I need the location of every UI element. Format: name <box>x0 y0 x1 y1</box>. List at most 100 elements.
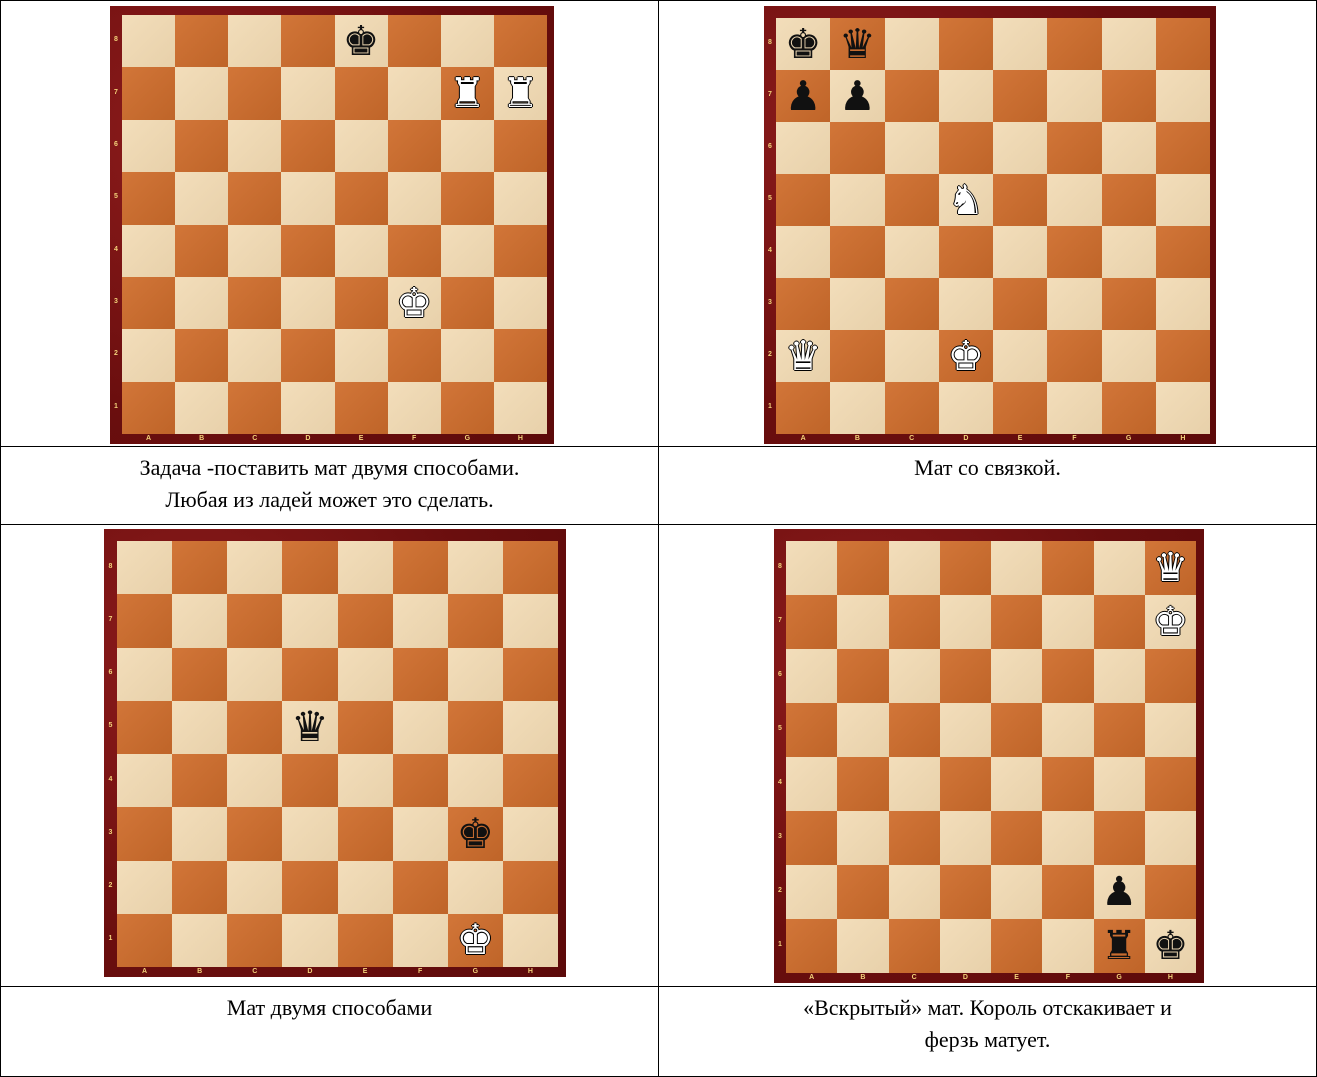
square-f1 <box>1047 382 1101 434</box>
square-g1: ♜ <box>1094 919 1145 973</box>
white-queen-icon: ♛ <box>776 330 830 382</box>
square-f7 <box>388 67 441 119</box>
square-c1 <box>227 914 282 967</box>
square-h5 <box>494 172 547 224</box>
rank-label: 5 <box>107 722 115 729</box>
file-label: H <box>1156 435 1210 442</box>
square-a7: ♟ <box>776 70 830 122</box>
rank-label: 8 <box>766 39 774 46</box>
square-b7 <box>837 595 888 649</box>
square-c1 <box>889 919 940 973</box>
square-f7 <box>1047 70 1101 122</box>
rank-label: 6 <box>107 669 115 676</box>
square-b2 <box>830 330 884 382</box>
square-g6 <box>441 120 494 172</box>
square-h8 <box>503 541 558 594</box>
square-h4 <box>1145 757 1196 811</box>
square-e1 <box>335 382 388 434</box>
file-label: B <box>837 974 888 981</box>
square-a2: ♛ <box>776 330 830 382</box>
rank-label: 2 <box>107 882 115 889</box>
puzzle-caption: Задача -поставить мат двумя способами. Л… <box>1 452 658 516</box>
white-rook-icon: ♜ <box>441 67 494 119</box>
caption-line: Мат двумя способами <box>1 992 658 1024</box>
square-e3 <box>338 807 393 860</box>
square-d7 <box>939 70 993 122</box>
square-h8 <box>494 15 547 67</box>
square-a6 <box>122 120 175 172</box>
square-b2 <box>837 865 888 919</box>
square-b8 <box>837 541 888 595</box>
square-a2 <box>122 329 175 381</box>
square-d6 <box>940 649 991 703</box>
rank-label: 6 <box>776 671 784 678</box>
square-c6 <box>885 122 939 174</box>
square-e6 <box>993 122 1047 174</box>
square-b3 <box>172 807 227 860</box>
square-b3 <box>830 278 884 330</box>
square-g7: ♜ <box>441 67 494 119</box>
square-a6 <box>786 649 837 703</box>
file-label: H <box>503 968 558 975</box>
square-h5 <box>1145 703 1196 757</box>
square-c3 <box>889 811 940 865</box>
rank-label: 1 <box>766 403 774 410</box>
file-label: F <box>393 968 448 975</box>
square-f5 <box>388 172 441 224</box>
file-label: E <box>335 435 388 442</box>
square-c6 <box>227 648 282 701</box>
square-d4 <box>282 754 337 807</box>
square-d6 <box>282 648 337 701</box>
square-a1 <box>776 382 830 434</box>
square-a7 <box>786 595 837 649</box>
square-a2 <box>117 861 172 914</box>
square-a1 <box>786 919 837 973</box>
square-b8 <box>175 15 228 67</box>
square-e8 <box>991 541 1042 595</box>
square-e3 <box>991 811 1042 865</box>
square-c3 <box>227 807 282 860</box>
square-h8 <box>1156 18 1210 70</box>
square-a7 <box>117 594 172 647</box>
square-f2 <box>1042 865 1093 919</box>
square-h2 <box>494 329 547 381</box>
square-e5 <box>993 174 1047 226</box>
square-h7: ♜ <box>494 67 547 119</box>
square-h6 <box>494 120 547 172</box>
white-king-icon: ♚ <box>388 277 441 329</box>
square-f6 <box>388 120 441 172</box>
black-king-icon: ♚ <box>1145 919 1196 973</box>
square-f2 <box>393 861 448 914</box>
square-d5: ♛ <box>282 701 337 754</box>
square-c7 <box>889 595 940 649</box>
square-g8 <box>1094 541 1145 595</box>
square-a1 <box>122 382 175 434</box>
square-e4 <box>335 225 388 277</box>
square-g5 <box>1094 703 1145 757</box>
square-g2 <box>448 861 503 914</box>
square-a8: ♚ <box>776 18 830 70</box>
square-e1 <box>991 919 1042 973</box>
square-c5 <box>228 172 281 224</box>
square-f6 <box>393 648 448 701</box>
square-e7 <box>338 594 393 647</box>
file-label: E <box>338 968 393 975</box>
file-label: G <box>441 435 494 442</box>
white-king-icon: ♚ <box>939 330 993 382</box>
square-a2 <box>786 865 837 919</box>
square-a8 <box>122 15 175 67</box>
square-e3 <box>335 277 388 329</box>
caption-line: Задача -поставить мат двумя способами. <box>1 452 658 484</box>
rank-label: 2 <box>112 350 120 357</box>
square-h3 <box>1145 811 1196 865</box>
square-d4 <box>939 226 993 278</box>
file-label: F <box>1042 974 1093 981</box>
square-e2 <box>991 865 1042 919</box>
rank-label: 6 <box>112 141 120 148</box>
square-c7 <box>885 70 939 122</box>
square-b3 <box>175 277 228 329</box>
puzzle-caption: Мат двумя способами <box>1 992 658 1024</box>
square-d3 <box>281 277 334 329</box>
square-h7 <box>503 594 558 647</box>
